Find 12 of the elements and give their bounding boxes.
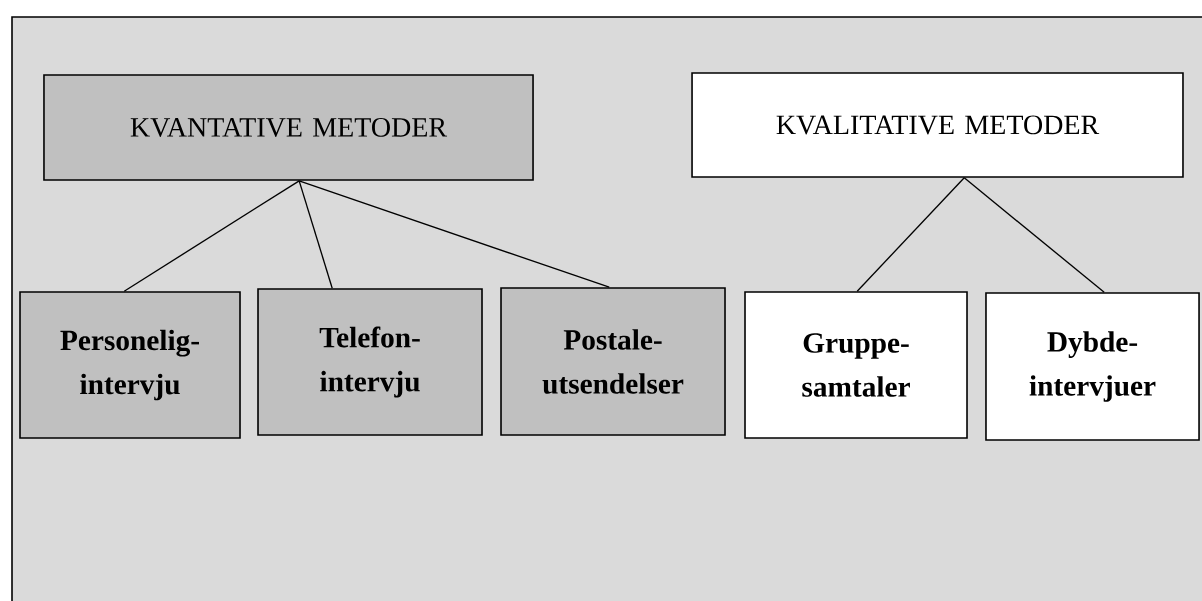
connector-line xyxy=(298,180,333,289)
connector-line xyxy=(123,180,300,292)
category-box: Telefon- intervju xyxy=(257,288,483,436)
category-box: Personelig- intervju xyxy=(19,291,241,439)
category-box: Gruppe- samtaler xyxy=(744,291,968,439)
connector-line xyxy=(856,177,965,292)
category-box: KVANTATIVE METODER xyxy=(43,74,534,181)
category-box: Postale- utsendelser xyxy=(500,287,726,436)
category-box: Dybde- intervjuer xyxy=(985,292,1200,441)
category-box: KVALITATIVE METODER xyxy=(691,72,1184,178)
connector-line xyxy=(963,177,1105,293)
connector-line xyxy=(298,180,610,288)
